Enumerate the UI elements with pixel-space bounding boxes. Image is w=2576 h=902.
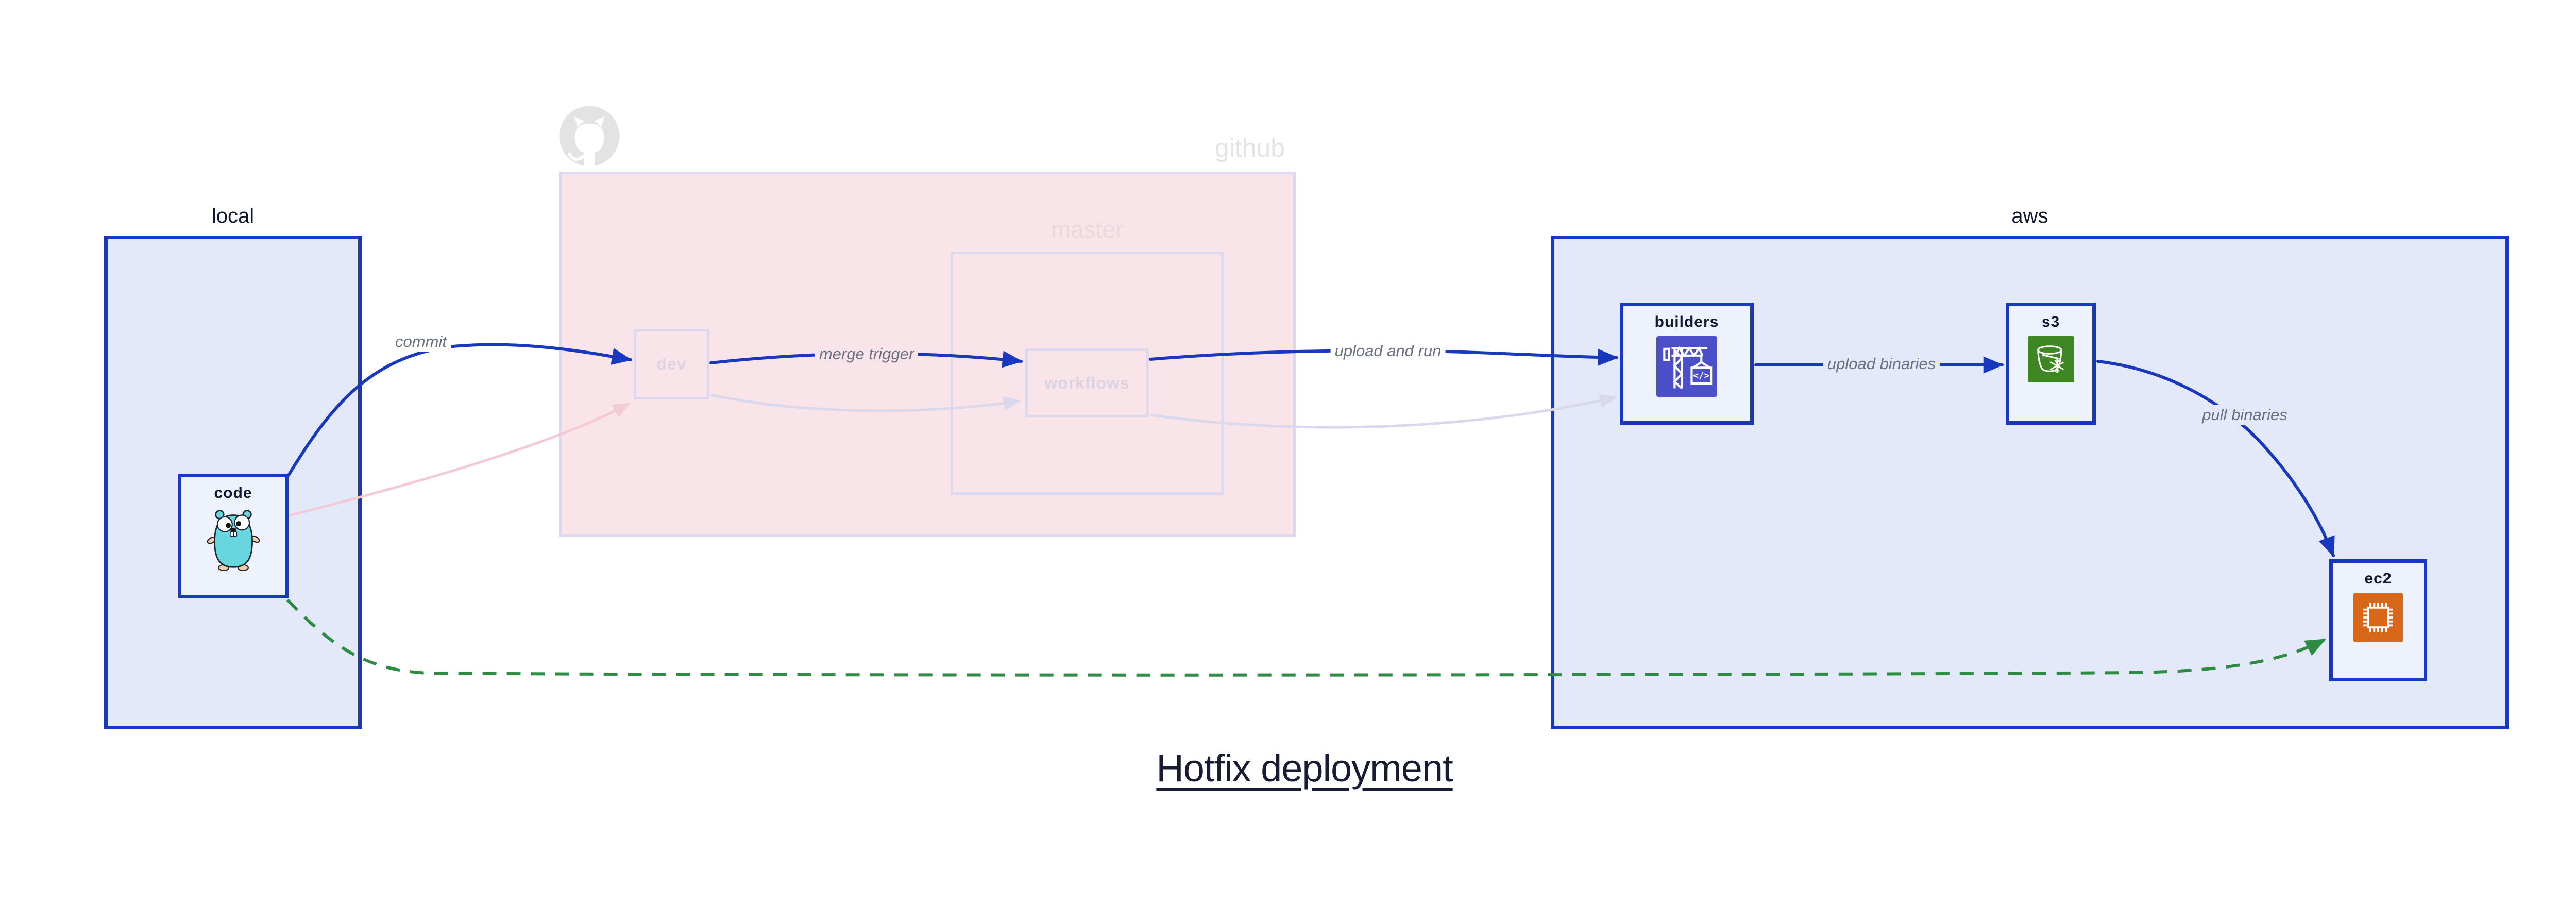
node-code-label: code (214, 485, 252, 502)
edge-faded-code-to-dev (289, 402, 631, 517)
builders-icon-code-glyph: </> (1693, 371, 1709, 381)
edge-label-merge-trigger: merge trigger (815, 344, 919, 364)
s3-glacier-bucket-icon (2027, 336, 2074, 382)
node-workflows-label: workflows (1044, 373, 1130, 392)
diagram-title: Hotfix deployment (1156, 747, 1453, 790)
ec2-chip-icon (2353, 593, 2403, 642)
go-gopher-icon (207, 510, 260, 571)
edge-hotfix-dashed (286, 598, 2326, 677)
local-container-label: local (211, 205, 255, 227)
edge-label-commit: commit (391, 331, 451, 352)
github-container-label: github (1214, 133, 1285, 162)
node-builders: builders </> (1620, 303, 1754, 425)
node-ec2-label: ec2 (2364, 570, 2392, 587)
edge-label-pull-binaries: pull binaries (2198, 405, 2292, 425)
edge-label-upload-and-run: upload and run (1330, 341, 1446, 361)
edge-faded-workflows-to-builders (1150, 393, 1617, 429)
node-builders-label: builders (1654, 313, 1719, 330)
edge-faded-dev-to-workflows (710, 393, 1021, 412)
node-workflows: workflows (1025, 348, 1149, 417)
edge-commit (287, 343, 633, 477)
node-s3-label: s3 (2041, 313, 2060, 330)
node-code: code (178, 474, 289, 598)
master-branch-container (951, 252, 1224, 495)
github-octocat-logo-icon (559, 106, 620, 168)
node-dev-label: dev (656, 355, 687, 373)
edge-pull-binaries (2096, 360, 2335, 558)
node-ec2: ec2 (2329, 559, 2427, 681)
node-s3: s3 (2006, 303, 2096, 425)
codebuild-crane-icon: </> (1656, 336, 1717, 397)
aws-container-label: aws (2011, 205, 2048, 227)
master-branch-label: master (1050, 216, 1124, 243)
edge-label-upload-binaries: upload binaries (1823, 354, 1940, 374)
node-dev: dev (634, 329, 709, 399)
